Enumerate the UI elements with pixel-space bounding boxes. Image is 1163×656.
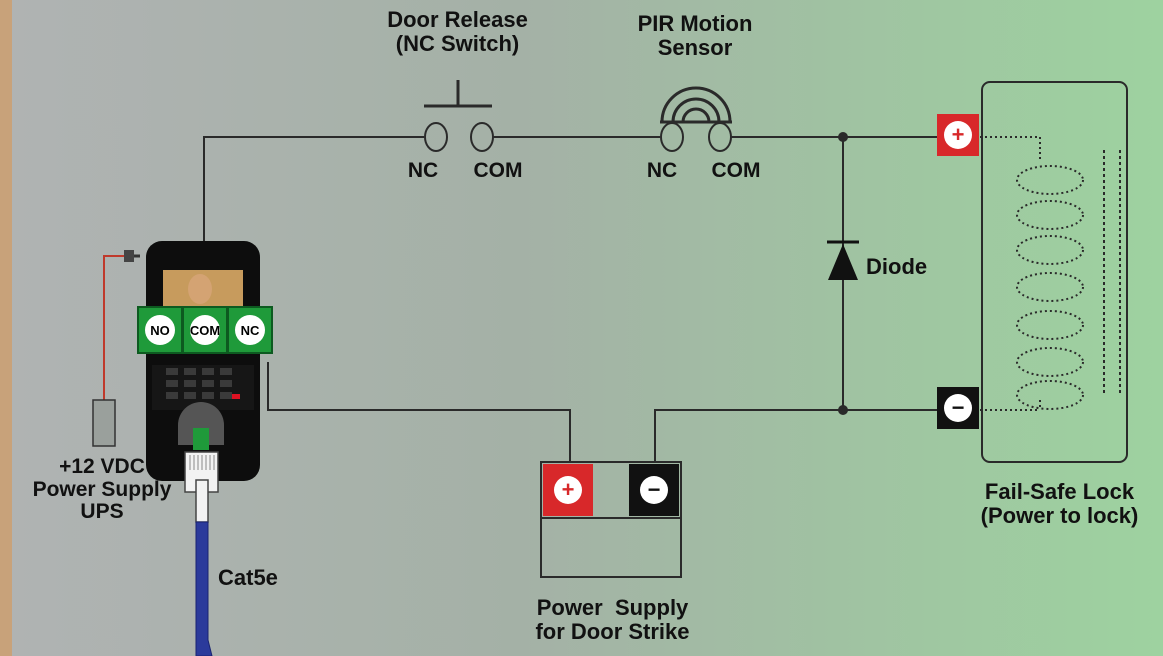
psu-positive-terminal: +: [543, 464, 593, 516]
door-release-switch: [424, 80, 494, 152]
terminal-com: COM: [182, 306, 228, 354]
lock-negative-terminal: −: [937, 387, 979, 429]
pir-nc-label: NC: [646, 159, 678, 182]
psu-negative-terminal: −: [629, 464, 679, 516]
psu-minus-icon: −: [640, 476, 668, 504]
diode-label: Diode: [866, 254, 928, 279]
terminal-nc-label: NC: [235, 315, 265, 345]
fail-safe-lock-label: Fail-Safe Lock (Power to lock): [980, 479, 1139, 528]
terminal-com-label: COM: [190, 315, 220, 345]
lock-plus-icon: +: [944, 121, 972, 149]
wire-nc-to-psu: [267, 362, 571, 462]
pir-sensor: [660, 86, 732, 152]
psu-plus-icon: +: [554, 476, 582, 504]
cat5e-label: Cat5e: [218, 565, 278, 590]
door-release-nc-label: NC: [407, 159, 439, 182]
lock-minus-icon: −: [944, 394, 972, 422]
left-border-strip: [0, 0, 12, 656]
terminal-no: NO: [137, 306, 183, 354]
power-supply-strike-label: Power Supply for Door Strike: [535, 595, 690, 644]
lock-positive-terminal: +: [937, 114, 979, 156]
access-reader-device: [146, 241, 260, 523]
fail-safe-lock-body: [980, 81, 1128, 463]
terminal-no-label: NO: [145, 315, 175, 345]
cat5e-cable: [195, 521, 213, 656]
ups-wire: [92, 250, 140, 447]
door-release-title: Door Release (NC Switch): [387, 7, 528, 56]
power-supply-box: [540, 461, 682, 578]
pir-title: PIR Motion Sensor: [637, 11, 753, 60]
wire-bottom-return: [654, 409, 938, 462]
terminal-nc: NC: [227, 306, 273, 354]
door-release-com-label: COM: [473, 159, 523, 182]
pir-com-label: COM: [711, 159, 761, 182]
ups-label: +12 VDC Power Supply UPS: [32, 455, 172, 524]
diode-symbol: [827, 240, 859, 280]
